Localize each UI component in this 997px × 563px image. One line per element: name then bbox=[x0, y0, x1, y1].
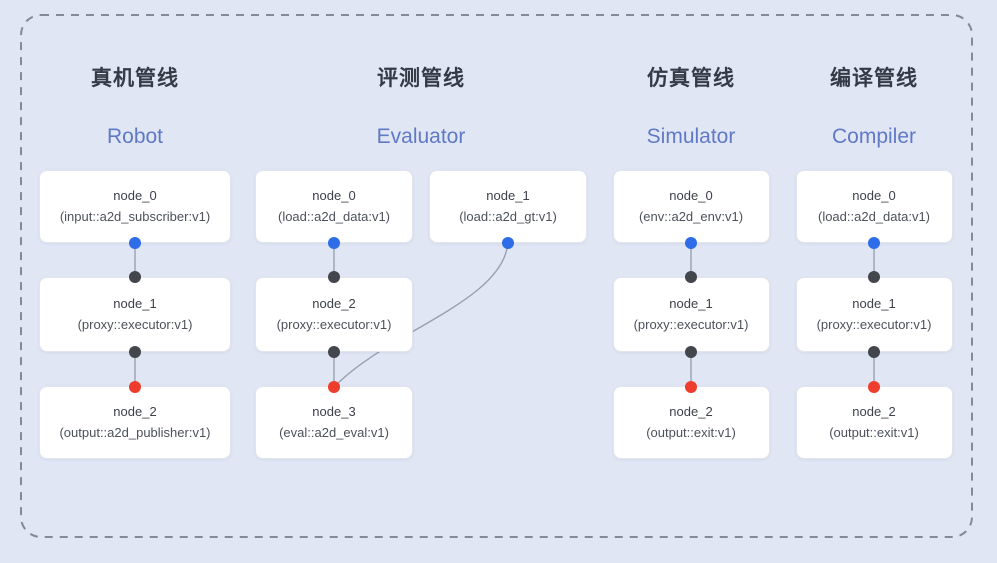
pipeline-title-en: Robot bbox=[106, 125, 164, 148]
node-name-label: node_1 bbox=[669, 296, 713, 312]
node-spec-label: (output::exit:v1) bbox=[646, 424, 736, 440]
node-spec-label: (env::a2d_env:v1) bbox=[638, 208, 744, 224]
node-spec-label: (proxy::executor:v1) bbox=[77, 316, 193, 332]
node-name-label: node_2 bbox=[852, 404, 896, 420]
node-box: node_2(output::exit:v1) bbox=[795, 386, 953, 459]
node-name-label: node_1 bbox=[486, 188, 530, 204]
node-box: node_0(load::a2d_data:v1) bbox=[795, 170, 953, 243]
node-spec-label: (load::a2d_data:v1) bbox=[277, 208, 391, 224]
node-box: node_3(eval::a2d_eval:v1) bbox=[255, 386, 413, 459]
mid-port-dot bbox=[685, 271, 697, 283]
output-port-dot bbox=[868, 237, 880, 249]
node-box: node_2(output::exit:v1) bbox=[612, 386, 770, 459]
mid-port-dot bbox=[868, 271, 880, 283]
pipeline-title-en: Simulator bbox=[646, 125, 736, 148]
pipeline-title-zh: 真机管线 bbox=[91, 67, 179, 90]
pipeline-title-en: Compiler bbox=[831, 125, 917, 148]
node-spec-label: (load::a2d_gt:v1) bbox=[459, 208, 557, 224]
node-name-label: node_0 bbox=[312, 188, 356, 204]
output-port-dot bbox=[328, 237, 340, 249]
output-port-dot bbox=[129, 237, 141, 249]
node-name-label: node_1 bbox=[852, 296, 896, 312]
pipeline-title-zh: 仿真管线 bbox=[647, 67, 735, 90]
input-port-dot bbox=[685, 381, 697, 393]
node-spec-label: (proxy::executor:v1) bbox=[633, 316, 749, 332]
mid-port-dot bbox=[129, 346, 141, 358]
node-spec-label: (load::a2d_data:v1) bbox=[817, 208, 931, 224]
node-name-label: node_0 bbox=[669, 188, 713, 204]
node-name-label: node_1 bbox=[113, 296, 157, 312]
node-spec-label: (output::exit:v1) bbox=[829, 424, 919, 440]
node-box: node_1(load::a2d_gt:v1) bbox=[429, 170, 587, 243]
node-spec-label: (proxy::executor:v1) bbox=[816, 316, 932, 332]
node-name-label: node_3 bbox=[312, 404, 356, 420]
mid-port-dot bbox=[328, 271, 340, 283]
node-box: node_0(env::a2d_env:v1) bbox=[612, 170, 770, 243]
node-name-label: node_0 bbox=[113, 188, 157, 204]
input-port-dot bbox=[868, 381, 880, 393]
node-box: node_1(proxy::executor:v1) bbox=[612, 277, 770, 352]
node-name-label: node_2 bbox=[312, 296, 356, 312]
node-box: node_1(proxy::executor:v1) bbox=[795, 277, 953, 352]
node-box: node_0(input::a2d_subscriber:v1) bbox=[39, 170, 231, 243]
node-spec-label: (output::a2d_publisher:v1) bbox=[59, 424, 211, 440]
input-port-dot bbox=[129, 381, 141, 393]
output-port-dot bbox=[685, 237, 697, 249]
node-name-label: node_0 bbox=[852, 188, 896, 204]
node-spec-label: (input::a2d_subscriber:v1) bbox=[59, 208, 211, 224]
mid-port-dot bbox=[328, 346, 340, 358]
node-box: node_2(output::a2d_publisher:v1) bbox=[39, 386, 231, 459]
pipeline-title-zh: 编译管线 bbox=[830, 67, 918, 90]
input-port-dot bbox=[328, 381, 340, 393]
output-port-dot bbox=[502, 237, 514, 249]
node-name-label: node_2 bbox=[113, 404, 157, 420]
mid-port-dot bbox=[868, 346, 880, 358]
node-spec-label: (eval::a2d_eval:v1) bbox=[279, 424, 389, 440]
node-box: node_0(load::a2d_data:v1) bbox=[255, 170, 413, 243]
node-box: node_2(proxy::executor:v1) bbox=[255, 277, 413, 352]
pipeline-title-zh: 评测管线 bbox=[377, 67, 465, 90]
mid-port-dot bbox=[685, 346, 697, 358]
node-spec-label: (proxy::executor:v1) bbox=[276, 316, 392, 332]
node-name-label: node_2 bbox=[669, 404, 713, 420]
pipeline-title-en: Evaluator bbox=[376, 125, 466, 148]
mid-port-dot bbox=[129, 271, 141, 283]
node-box: node_1(proxy::executor:v1) bbox=[39, 277, 231, 352]
